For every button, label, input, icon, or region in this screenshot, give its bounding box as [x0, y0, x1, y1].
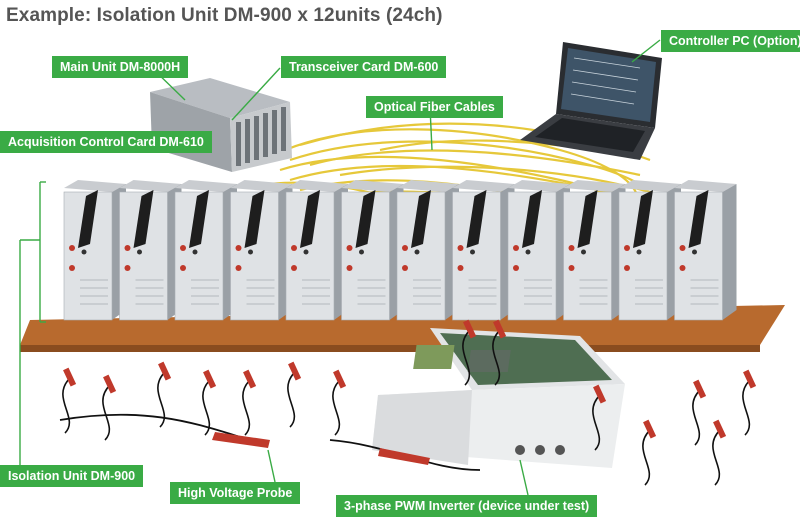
isolation-unit — [174, 180, 237, 321]
pwm-inverter — [372, 328, 625, 468]
label-optical-fiber: Optical Fiber Cables — [366, 96, 503, 118]
isolation-unit — [674, 180, 737, 321]
isolation-unit — [618, 180, 681, 321]
page-title: Example: Isolation Unit DM-900 x 12units… — [6, 5, 443, 26]
isolation-unit — [285, 180, 348, 321]
high-voltage-probe — [59, 413, 481, 471]
probe-clip — [102, 374, 117, 441]
label-acquisition-card: Acquisition Control Card DM-610 — [0, 131, 212, 153]
probe-clip — [462, 319, 477, 386]
probe-clip — [712, 419, 727, 486]
probe-clip — [287, 361, 302, 428]
isolation-unit — [396, 180, 459, 321]
probe-clip — [242, 369, 257, 436]
main-unit-chassis — [150, 78, 292, 172]
label-high-voltage-probe: High Voltage Probe — [170, 482, 301, 504]
high-voltage-probe-group — [59, 319, 757, 486]
probe-clip — [492, 319, 507, 386]
label-controller-pc: Controller PC (Option) — [661, 30, 800, 52]
probe-clip — [332, 369, 347, 436]
probe-clip — [692, 379, 707, 446]
label-isolation-unit: Isolation Unit DM-900 — [0, 465, 144, 487]
isolation-unit — [507, 180, 570, 321]
isolation-unit — [341, 180, 404, 321]
isolation-unit — [119, 180, 182, 321]
probe-clip — [592, 384, 607, 451]
isolation-unit — [230, 180, 293, 321]
isolation-unit-row — [63, 180, 737, 321]
label-transceiver-card: Transceiver Card DM-600 — [281, 56, 447, 78]
controller-laptop — [520, 42, 662, 160]
label-pwm-inverter: 3-phase PWM Inverter (device under test) — [336, 495, 598, 517]
probe-clip — [62, 367, 77, 434]
label-main-unit: Main Unit DM-8000H — [52, 56, 189, 78]
probe-clip — [742, 369, 757, 436]
probe-clip — [202, 369, 217, 436]
isolation-unit — [452, 180, 515, 321]
probe-clip — [157, 361, 172, 428]
isolation-unit — [563, 180, 626, 321]
probe-clip — [642, 419, 657, 486]
isolation-unit — [63, 180, 126, 321]
